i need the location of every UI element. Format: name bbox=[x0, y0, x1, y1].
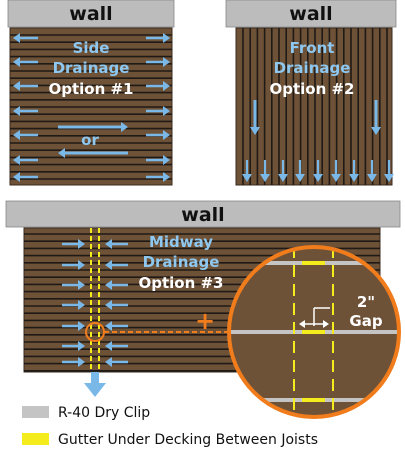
drainage-arrowhead bbox=[313, 174, 323, 182]
dry-clip-legend-label: R-40 Dry Clip bbox=[58, 405, 150, 421]
drainage-arrowhead bbox=[367, 174, 377, 182]
option-label: Option #2 bbox=[269, 80, 354, 98]
drainage-arrowhead bbox=[13, 33, 20, 43]
midway-drainage-arrows bbox=[62, 239, 128, 367]
drainage-title: Drainage bbox=[53, 59, 130, 77]
drainage-arrowhead bbox=[78, 300, 85, 310]
drainage-arrowhead bbox=[384, 174, 394, 182]
drainage-arrowhead bbox=[163, 33, 170, 43]
drainage-arrowhead bbox=[58, 148, 65, 158]
drainage-arrowhead bbox=[78, 239, 85, 249]
drainage-arrowhead bbox=[13, 172, 20, 182]
gap-arrowhead-left bbox=[299, 320, 305, 328]
deck-board-lines bbox=[242, 28, 388, 185]
gap-size-label: 2" bbox=[357, 293, 375, 311]
drainage-arrowhead bbox=[105, 341, 112, 351]
panel-front-drainage: wall Front Drainage Option #2 bbox=[225, 0, 397, 186]
option-label: Option #1 bbox=[48, 80, 133, 98]
drainage-arrowhead bbox=[295, 174, 305, 182]
drainage-arrowhead bbox=[13, 57, 20, 67]
drainage-arrowhead bbox=[278, 174, 288, 182]
drainage-arrowhead bbox=[163, 106, 170, 116]
legend: R-40 Dry Clip Gutter Under Decking Betwe… bbox=[22, 405, 318, 448]
drainage-arrowhead bbox=[78, 357, 85, 367]
drainage-arrowhead bbox=[163, 81, 170, 91]
drainage-arrowhead bbox=[13, 155, 20, 165]
wall-bar bbox=[7, 0, 175, 28]
drainage-arrowhead bbox=[105, 300, 112, 310]
gutter-legend-label: Gutter Under Decking Between Joists bbox=[58, 432, 318, 448]
gap-arrowhead-right bbox=[323, 320, 329, 328]
drainage-arrowhead bbox=[105, 239, 112, 249]
drainage-arrowhead bbox=[13, 81, 20, 91]
drainage-arrowhead bbox=[250, 127, 260, 135]
drainage-title: Drainage bbox=[143, 253, 220, 271]
drainage-arrowhead bbox=[105, 321, 112, 331]
drainage-arrowhead bbox=[105, 280, 112, 290]
drainage-title: Drainage bbox=[274, 59, 351, 77]
wall-bar bbox=[5, 200, 401, 228]
option-label: Option #3 bbox=[138, 274, 223, 292]
drainage-arrowhead bbox=[121, 122, 128, 132]
drainage-arrowhead bbox=[242, 174, 252, 182]
drainage-arrowhead bbox=[260, 174, 270, 182]
side-drainage-arrows bbox=[13, 33, 170, 182]
panel-side-drainage: wall Side Drainage Option #1 or bbox=[7, 0, 175, 186]
drainage-arrowhead bbox=[78, 280, 85, 290]
drainage-arrowhead bbox=[371, 127, 381, 135]
gutter-swatch bbox=[22, 433, 49, 445]
drainage-arrowhead bbox=[13, 130, 20, 140]
drain-down-arrow bbox=[84, 372, 106, 397]
side-title: Side bbox=[73, 39, 110, 57]
drainage-arrowhead bbox=[13, 106, 20, 116]
wall-label: wall bbox=[289, 3, 332, 25]
drainage-arrowhead bbox=[163, 57, 170, 67]
drainage-arrowhead bbox=[105, 260, 112, 270]
drainage-arrowhead bbox=[78, 321, 85, 331]
plus-symbol: + bbox=[195, 307, 215, 335]
panel-midway-drainage: wall + Midway Drainage Option #3 bbox=[5, 200, 401, 419]
detail-circle-border bbox=[227, 245, 401, 419]
wall-label: wall bbox=[181, 204, 224, 226]
drainage-arrowhead bbox=[163, 130, 170, 140]
drainage-arrowhead bbox=[349, 174, 359, 182]
drainage-arrowhead bbox=[163, 155, 170, 165]
drainage-arrowhead bbox=[78, 260, 85, 270]
gap-word-label: Gap bbox=[349, 312, 382, 330]
drainage-arrowhead bbox=[105, 357, 112, 367]
drainage-arrowhead bbox=[163, 172, 170, 182]
front-title: Front bbox=[290, 39, 335, 57]
front-drainage-arrows bbox=[242, 100, 394, 182]
deck-board-lines bbox=[10, 34, 172, 180]
drainage-arrowhead bbox=[78, 341, 85, 351]
wall-bar bbox=[225, 0, 397, 28]
drainage-arrowhead bbox=[331, 174, 341, 182]
wall-label: wall bbox=[69, 3, 112, 25]
midway-title: Midway bbox=[149, 233, 213, 251]
dry-clip-swatch bbox=[22, 406, 49, 418]
or-label: or bbox=[81, 131, 99, 149]
